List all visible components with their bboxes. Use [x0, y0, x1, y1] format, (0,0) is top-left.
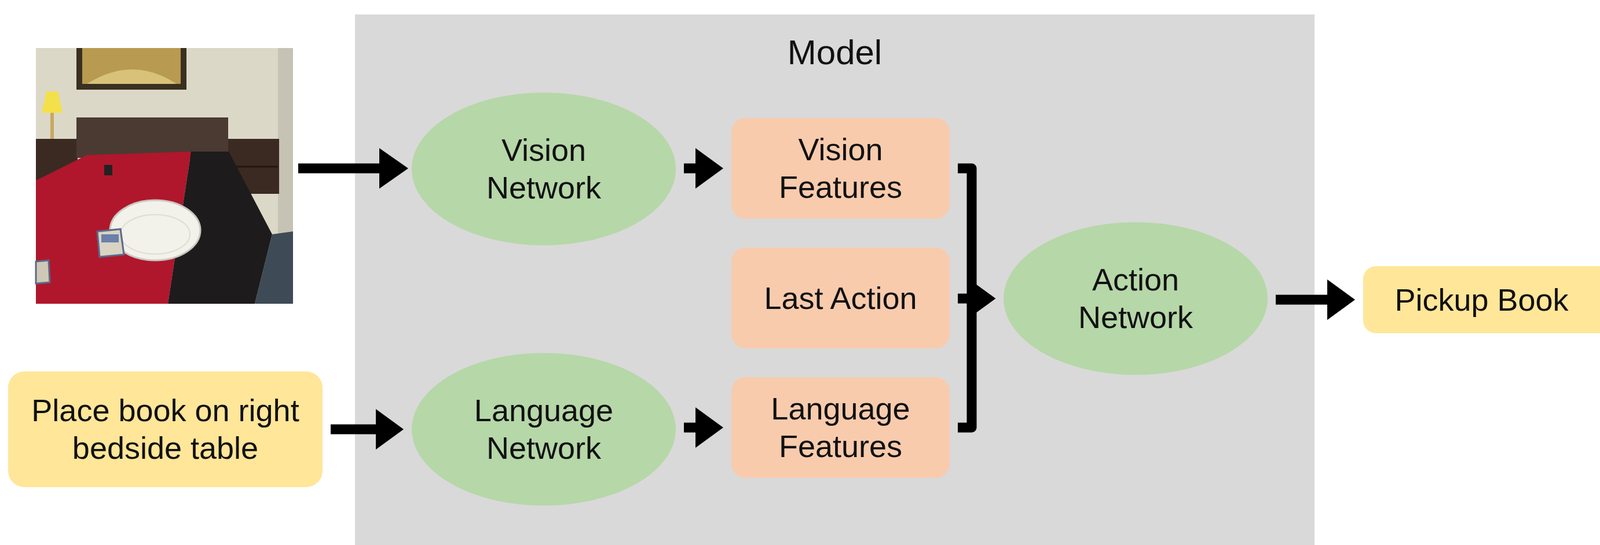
phone: [104, 165, 113, 176]
painting: [82, 48, 181, 84]
node-label: Language Features: [753, 390, 928, 466]
arrow-head: [1327, 279, 1356, 321]
arrow-head: [695, 407, 724, 449]
arrow-shaft: [298, 163, 383, 174]
node-label: Vision Features: [753, 130, 928, 207]
ellipse-fill: [411, 353, 676, 507]
arrow-shaft: [1275, 295, 1330, 306]
pillow-fold: [120, 214, 190, 255]
node-label: Pickup Book: [1394, 281, 1569, 320]
arrow-head: [967, 278, 996, 320]
output-box: Pickup Book: [1363, 266, 1600, 334]
node-label: Vision Network: [456, 131, 631, 207]
flow-arrow: [957, 278, 996, 428]
network-ellipse: Vision Network: [411, 92, 676, 246]
painting-frame: [76, 48, 187, 90]
ellipse-fill: [1003, 222, 1268, 376]
feature-box: Language Features: [731, 377, 950, 479]
side-wall: [277, 48, 294, 240]
flow-arrow: [330, 409, 404, 450]
network-ellipse: Language Network: [411, 353, 676, 507]
flow-arrow: [957, 168, 996, 320]
book-cover: [101, 234, 119, 243]
image-arrow: [298, 148, 409, 189]
bedroom-image: [35, 48, 294, 305]
node-label: Place book on right bedside table: [30, 392, 301, 468]
arrow-head: [375, 409, 404, 450]
ellipse-fill: [411, 92, 676, 246]
feature-box: Vision Features: [731, 118, 950, 219]
book: [97, 229, 124, 258]
arrow-head: [967, 278, 996, 320]
arrow-head: [379, 148, 409, 189]
flow-arrow: [683, 148, 724, 189]
arrow-head: [695, 148, 724, 189]
feature-box: Last Action: [731, 247, 950, 349]
painting-detail: [86, 69, 177, 84]
arrow-shaft: [330, 425, 379, 435]
node-label: Language Network: [456, 392, 631, 468]
ellipse-outline: [1003, 222, 1268, 376]
flow-arrow: [683, 407, 724, 449]
arrow-shaft: [957, 298, 972, 428]
ellipse-outline: [411, 92, 676, 246]
group-title: Model: [354, 31, 1315, 74]
network-ellipse: Action Network: [1003, 222, 1268, 376]
carpet: [254, 231, 294, 305]
arrow-shaft: [957, 168, 972, 299]
model-panel: [354, 14, 1315, 545]
model-group: ModelVision Network Vision FeaturesLast A…: [354, 14, 1315, 545]
lamp-stem: [50, 112, 54, 139]
input-text-box: Place book on right bedside table: [8, 371, 323, 488]
ellipse-outline: [411, 353, 676, 507]
book-edge: [35, 260, 50, 284]
node-label: Last Action: [763, 279, 917, 318]
arrow-head: [967, 278, 996, 320]
lamp-shade: [41, 91, 63, 113]
node-label: Action Network: [1048, 261, 1223, 337]
wall: [35, 48, 294, 305]
flow-arrow: [1275, 279, 1356, 321]
